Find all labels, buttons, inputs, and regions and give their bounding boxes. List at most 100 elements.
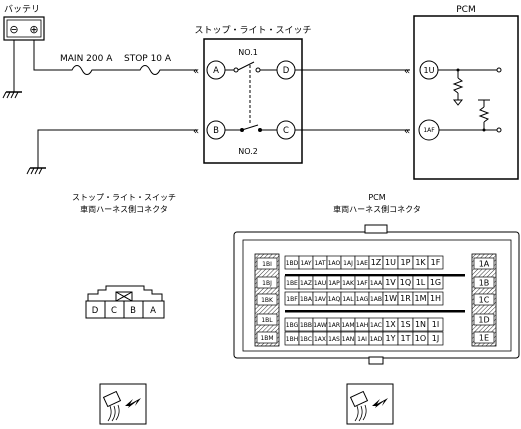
pcm-pin-1bm: 1BM — [256, 331, 278, 344]
svg-text:1AJ: 1AJ — [343, 260, 353, 267]
pcm-pin-1bk: 1BK — [256, 293, 278, 306]
pcm-pin-1bg: 1BG — [284, 317, 300, 332]
pcm-pin-1g: 1G — [427, 275, 444, 290]
pcm-connector-view-icon — [346, 383, 394, 425]
svg-text:1O: 1O — [415, 334, 426, 343]
pcm-pin-1af: 1AF — [354, 275, 370, 290]
svg-text:1AI: 1AI — [357, 336, 367, 343]
svg-text:1N: 1N — [415, 320, 426, 329]
battery-symbol — [3, 16, 45, 41]
svg-text:1AB: 1AB — [370, 296, 382, 303]
svg-text:1H: 1H — [430, 294, 441, 303]
pcm-pin-1bb: 1BB — [298, 317, 314, 332]
svg-text:1AQ: 1AQ — [328, 296, 341, 303]
pcm-pin-1w: 1W — [382, 291, 399, 306]
svg-text:1AR: 1AR — [328, 322, 340, 329]
svg-text:1L: 1L — [416, 278, 426, 287]
svg-text:1BL: 1BL — [261, 317, 273, 324]
pcm-pin-1ar: 1AR — [326, 317, 342, 332]
switch-terminal-a: A — [206, 60, 226, 80]
switch-connector-view-icon — [99, 383, 147, 425]
svg-text:1AK: 1AK — [342, 280, 355, 287]
pcm-pin-1a: 1A — [473, 257, 495, 270]
pcm-pin-1ao: 1AO — [326, 255, 342, 270]
svg-text:«: « — [193, 66, 199, 77]
switch-title: ストップ・ライト・スイッチ — [194, 25, 311, 36]
svg-text:1AG: 1AG — [356, 296, 369, 303]
pcm-pin-1l: 1L — [412, 275, 429, 290]
svg-text:1S: 1S — [400, 320, 410, 329]
pcm-pin-1c: 1C — [473, 293, 495, 306]
pcm-pin-1bj: 1BJ — [256, 276, 278, 289]
pcm-box — [413, 15, 519, 180]
pcm-pin-1h: 1H — [427, 291, 444, 306]
pcm-title: PCM — [456, 5, 475, 15]
svg-text:1AX: 1AX — [314, 336, 326, 343]
svg-text:1M: 1M — [415, 294, 427, 303]
pcm-pin-1ba: 1BA — [298, 291, 314, 306]
svg-text:1I: 1I — [432, 320, 439, 329]
svg-text:1AL: 1AL — [342, 296, 354, 303]
pcm-pin-1ae: 1AE — [354, 255, 370, 270]
svg-text:1AS: 1AS — [328, 336, 340, 343]
svg-text:«: « — [404, 126, 410, 137]
svg-text:1BB: 1BB — [300, 322, 312, 329]
pcm-terminal-1u: 1U — [419, 60, 439, 80]
svg-text:1K: 1K — [415, 258, 426, 267]
svg-text:1BM: 1BM — [260, 335, 273, 342]
switch-pin-d: D — [92, 306, 99, 316]
svg-text:1AF: 1AF — [423, 127, 435, 134]
switch-no1-label: NO.1 — [238, 48, 258, 57]
pcm-terminal-1af: 1AF — [418, 119, 440, 141]
pcm-pin-1ah: 1AH — [354, 317, 370, 332]
pcm-pin-1b: 1B — [473, 276, 495, 289]
svg-text:1AF: 1AF — [356, 280, 368, 287]
pcm-pin-1x: 1X — [382, 317, 399, 332]
pcm-pin-1bd: 1BD — [284, 255, 300, 270]
pcm-pin-1p: 1P — [397, 255, 414, 270]
svg-text:1C: 1C — [479, 296, 490, 305]
switch-ground-icon — [26, 167, 46, 175]
svg-text:1U: 1U — [424, 66, 435, 75]
switch-terminal-d: D — [276, 60, 296, 80]
switch-no2-label: NO.2 — [238, 147, 258, 156]
pcm-pin-1al: 1AL — [340, 291, 356, 306]
pcm-pin-1bc: 1BC — [298, 331, 314, 346]
fuse-main-label: MAIN 200 A — [60, 54, 113, 64]
svg-text:1J: 1J — [432, 334, 439, 343]
pcm-pin-1at: 1AT — [312, 255, 328, 270]
switch-pin-c: C — [111, 306, 117, 316]
svg-text:1T: 1T — [401, 334, 411, 343]
pcm-pin-1au: 1AU — [312, 275, 328, 290]
pcm-connector-caption-2: 車両ハーネス側コネクタ — [333, 204, 421, 214]
svg-text:«: « — [404, 66, 410, 77]
pcm-pin-1ab: 1AB — [368, 291, 384, 306]
svg-text:1B: 1B — [479, 279, 490, 288]
pcm-pin-1q: 1Q — [397, 275, 414, 290]
pcm-pin-1aw: 1AW — [312, 317, 328, 332]
svg-text:1U: 1U — [385, 258, 396, 267]
pcm-pin-1ak: 1AK — [340, 275, 356, 290]
pcm-pin-1av: 1AV — [312, 291, 328, 306]
pcm-pin-1r: 1R — [397, 291, 414, 306]
svg-text:1AW: 1AW — [313, 322, 327, 329]
svg-text:1X: 1X — [385, 320, 396, 329]
battery-ground-icon — [2, 91, 22, 99]
svg-text:1BD: 1BD — [286, 260, 299, 267]
pcm-pin-1bi: 1BI — [256, 257, 278, 270]
svg-text:1W: 1W — [384, 294, 397, 303]
stop-light-switch — [203, 38, 303, 164]
svg-text:B: B — [213, 126, 219, 136]
switch-pin-b: B — [130, 306, 136, 316]
pcm-pin-1aa: 1AA — [368, 275, 384, 290]
pcm-pin-1am: 1AM — [340, 317, 356, 332]
svg-text:1BK: 1BK — [261, 297, 274, 304]
svg-text:1BF: 1BF — [286, 296, 298, 303]
pcm-pin-1as: 1AS — [326, 331, 342, 346]
svg-text:1BJ: 1BJ — [262, 280, 272, 287]
pcm-pin-1f: 1F — [427, 255, 444, 270]
svg-text:1BE: 1BE — [286, 280, 298, 287]
pcm-pin-1o: 1O — [412, 331, 429, 346]
pcm-pin-1e: 1E — [473, 331, 495, 344]
pcm-pin-1bf: 1BF — [284, 291, 300, 306]
